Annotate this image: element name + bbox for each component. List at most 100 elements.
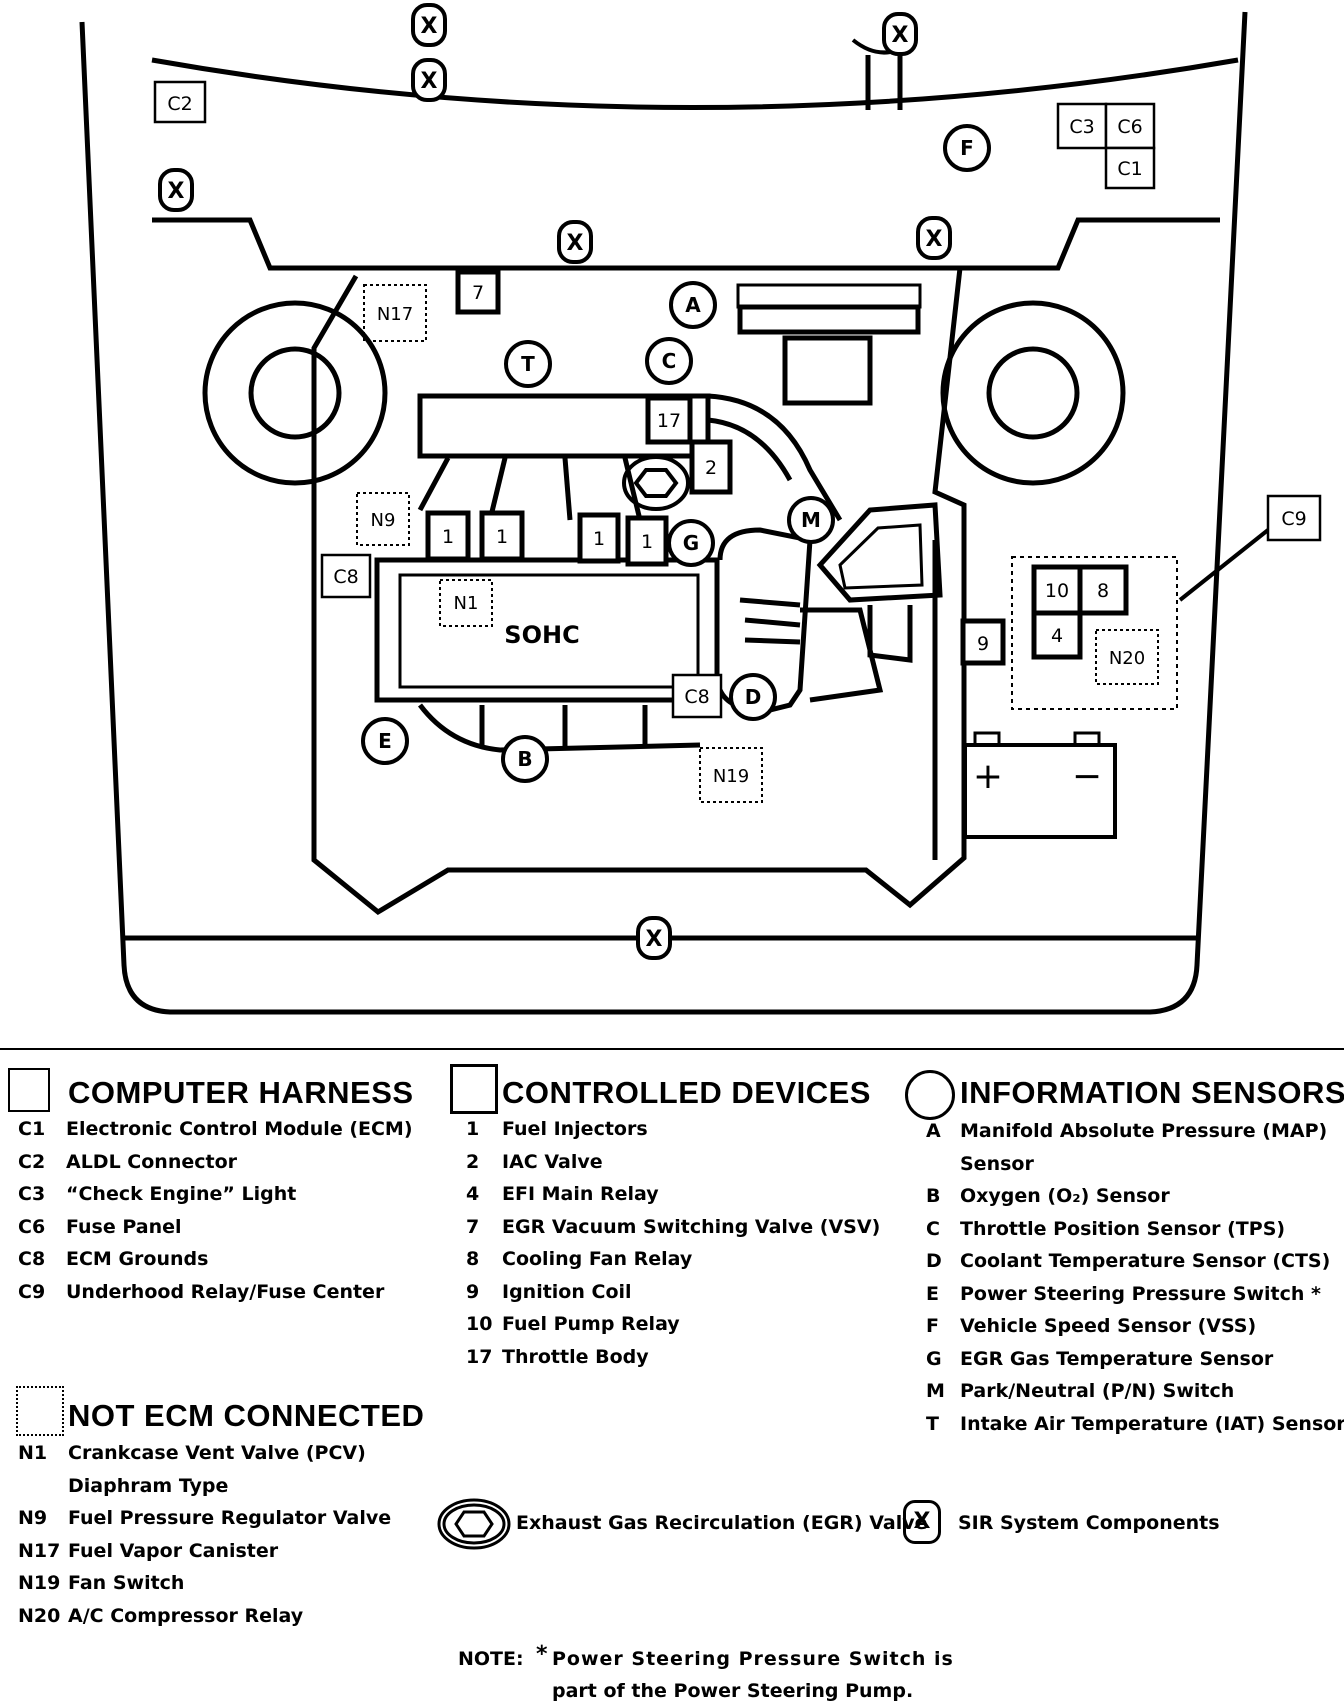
legend-separator: [0, 1048, 1344, 1050]
sensor-a-label: A: [685, 293, 701, 317]
not-ecm-connected-item-code: N17: [18, 1539, 61, 1562]
computer-harness-item-code: C8: [18, 1248, 46, 1270]
sir-marker-7: [636, 916, 672, 960]
sir-marker-2: [411, 58, 447, 102]
n9-box: [356, 492, 410, 546]
injector-box-3: [577, 512, 621, 564]
information-sensors-item-text: Power Steering Pressure Switch *: [960, 1282, 1321, 1305]
engine-block: [374, 557, 720, 703]
controlled-devices-item-text: Fuel Pump Relay: [502, 1313, 680, 1335]
controlled-devices-item-text: Ignition Coil: [502, 1280, 632, 1303]
note-line-1: Power Steering Pressure Switch is: [552, 1648, 954, 1670]
c9-label: C9: [1281, 508, 1306, 530]
c9-leader-line: [1178, 528, 1270, 602]
n20-label: N20: [1109, 648, 1145, 669]
controlled-devices-item-code: 2: [466, 1150, 480, 1173]
controlled-devices-item-code: 1: [466, 1118, 480, 1140]
label-7: 7: [472, 282, 484, 304]
computer-harness-item-code: C1: [18, 1118, 46, 1140]
information-sensors-item-code: G: [926, 1347, 942, 1370]
controlled-devices-item-text: EGR Vacuum Switching Valve (VSV): [502, 1215, 881, 1238]
c8-left-box: [320, 553, 372, 599]
sensor-d-label: D: [745, 685, 762, 709]
controlled-devices-item-code: 7: [466, 1215, 480, 1238]
n1-box: [439, 579, 493, 627]
exhaust-manifold: [418, 703, 701, 753]
c3-label: C3: [1069, 116, 1094, 138]
sir-marker-3: [882, 12, 918, 56]
not-ecm-connected-item-text: Fuel Vapor Canister: [68, 1539, 279, 1562]
computer-harness-item-text: ECM Grounds: [66, 1248, 209, 1270]
map-sensor-bracket: [736, 283, 922, 406]
battery-minus-label: −: [1072, 756, 1102, 797]
ignition-coil-box: [960, 618, 1006, 666]
controlled-devices-item-text: Fuel Injectors: [502, 1118, 648, 1140]
sir-legend-symbol: X: [913, 1509, 931, 1534]
not-ecm-connected-item-text: A/C Compressor Relay: [68, 1604, 304, 1627]
information-sensors-item-text: Oxygen (O₂) Sensor: [960, 1185, 1170, 1207]
sensor-d-circle: [729, 673, 777, 721]
information-sensors-item-text: Coolant Temperature Sensor (CTS): [960, 1250, 1331, 1272]
label-10: 10: [1045, 580, 1069, 602]
sensor-m-circle: [787, 496, 835, 544]
sensor-b-circle: [501, 735, 549, 783]
sir-marker-5-label: X: [567, 231, 584, 256]
computer-harness-item-text: “Check Engine” Light: [66, 1183, 297, 1205]
label-17: 17: [657, 410, 681, 432]
controlled-devices-title: CONTROLLED DEVICES: [502, 1075, 871, 1110]
computer-harness-item-code: C3: [18, 1183, 46, 1205]
egr-vsv-box: [455, 269, 501, 315]
computer-harness-item-code: C2: [18, 1150, 46, 1173]
sir-marker-4: [158, 168, 194, 212]
injector-label-2: 1: [496, 526, 508, 548]
sensor-f-label: F: [960, 136, 974, 160]
sir-marker-5: [557, 220, 593, 264]
injector-box-4: [625, 515, 669, 567]
sir-legend-icon: X: [903, 1500, 941, 1544]
sensor-e-label: E: [378, 729, 392, 753]
computer-harness-symbol: [8, 1068, 50, 1112]
sir-markers: [158, 3, 952, 960]
sir-marker-1: [411, 3, 447, 47]
injector-label-3: 1: [593, 528, 605, 550]
computer-harness-item-text: Electronic Control Module (ECM): [66, 1118, 413, 1140]
c8-right-label: C8: [684, 686, 709, 708]
information-sensors-item-text: Park/Neutral (P/N) Switch: [960, 1380, 1235, 1402]
efi-main-relay-box: [1031, 610, 1083, 660]
controlled-devices-item-text: IAC Valve: [502, 1150, 603, 1173]
c8-right-box: [671, 673, 723, 719]
information-sensors-item-code: D: [926, 1250, 942, 1272]
sensor-c-label: C: [662, 349, 677, 373]
n9-label: N9: [371, 510, 396, 531]
not-ecm-connected-item-code: N1: [18, 1442, 48, 1464]
air-cleaner: [816, 502, 943, 663]
throttle-body-box: [645, 395, 693, 445]
computer-harness-item-code: C9: [18, 1280, 46, 1303]
n19-label: N19: [713, 766, 749, 787]
controlled-devices-item-code: 17: [466, 1345, 493, 1368]
engine-compartment-diagram: + − C2 C3 C6 C1 C9 C8 C8 7 17 2 1: [79, 3, 1322, 1015]
sir-marker-3-label: X: [892, 23, 909, 48]
sir-marker-7-label: X: [646, 927, 663, 952]
sensor-e-circle: [361, 717, 409, 765]
injector-box-1: [425, 510, 471, 562]
not-ecm-connected-item-text: Diaphram Type: [68, 1474, 229, 1497]
sensor-g-circle: [667, 519, 715, 567]
battery: [963, 731, 1117, 839]
n19-box: [699, 747, 763, 803]
label-8: 8: [1097, 580, 1109, 602]
label-9: 9: [977, 633, 989, 655]
not-ecm-connected-item-text: Fuel Pressure Regulator Valve: [68, 1507, 392, 1529]
sir-marker-4-label: X: [168, 179, 185, 204]
right-strut-tower: [940, 300, 1126, 486]
information-sensors-item-code: T: [926, 1412, 939, 1435]
sensor-g-label: G: [683, 531, 699, 555]
n20-box: [1095, 629, 1159, 685]
information-sensors-item-code: M: [926, 1380, 945, 1402]
iac-valve-box: [689, 439, 733, 495]
sensor-c-circle: [645, 337, 693, 385]
not-ecm-connected-item-code: N20: [18, 1604, 61, 1627]
injector-box-2: [479, 510, 525, 562]
sensor-t-label: T: [521, 352, 535, 376]
information-sensors-title: INFORMATION SENSORS: [960, 1075, 1344, 1110]
